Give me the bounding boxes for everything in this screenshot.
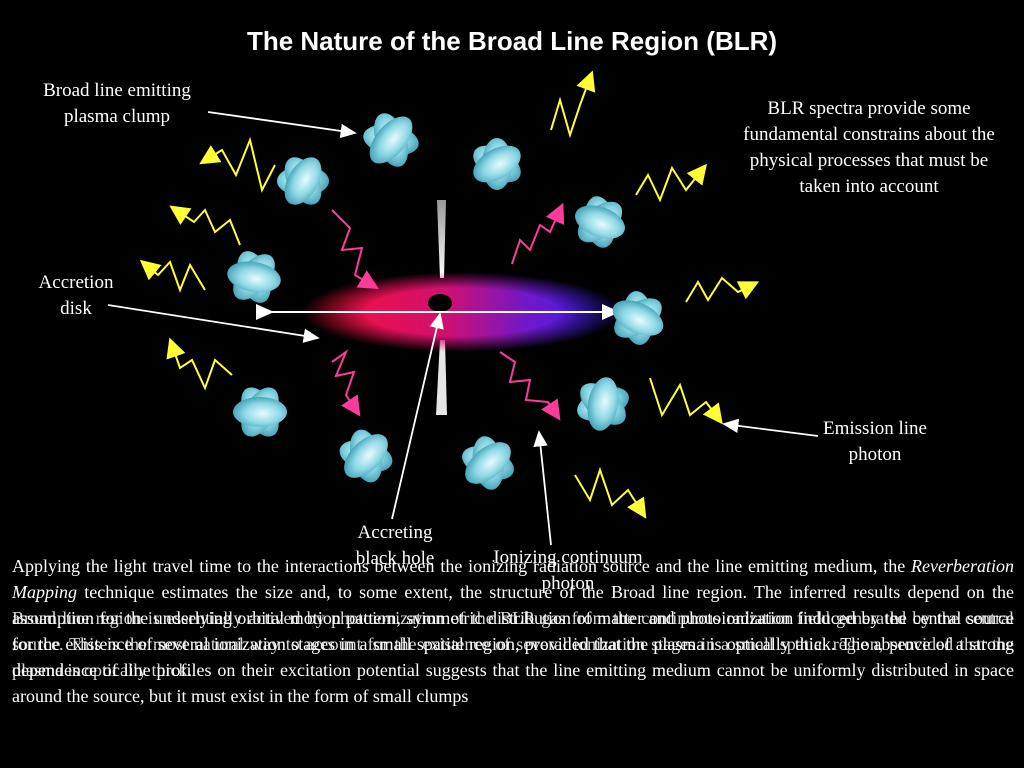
emission-photon-squiggle — [635, 163, 707, 203]
paragraph-part-1: Applying the light travel time to the in… — [12, 556, 912, 576]
overlapping-background-paragraph: Broad line region is essentially actived… — [12, 608, 1014, 680]
plasma-clump — [577, 377, 629, 431]
clump-pointer-arrow — [207, 111, 357, 139]
plasma-clump — [233, 387, 287, 437]
emission-photon-squiggle — [166, 337, 233, 391]
plasma-clump — [575, 196, 625, 248]
plasma-clump — [339, 429, 393, 483]
emission-photon-squiggle — [169, 205, 241, 246]
emission-photon-squiggle — [685, 276, 760, 303]
plasma-clump — [612, 291, 664, 345]
emission-photon-squiggle — [139, 259, 206, 293]
paragraph-part-2: technique estimates the size and, to som… — [12, 582, 1014, 706]
emission-photon-squiggle — [550, 70, 596, 139]
label-accretion-disk: Accretion disk — [38, 272, 114, 319]
emission-photon-squiggle — [649, 377, 723, 425]
plasma-clump — [473, 138, 521, 190]
label-black-hole: Accreting black hole — [355, 522, 435, 569]
label-plasma-clump: Broad line emitting plasma clump — [43, 80, 191, 127]
black-hole — [428, 294, 452, 312]
plasma-clump — [462, 436, 514, 490]
ionizing-photon-squiggle — [331, 349, 361, 417]
paragraph-italic-term: Reverberation Mapping — [12, 556, 1014, 602]
ionizing-pointer-arrow — [533, 430, 552, 546]
black-hole-pointer-arrow — [391, 312, 444, 520]
emission-pointer-arrow — [722, 418, 819, 437]
jet-upper — [437, 200, 446, 278]
page-title: The Nature of the Broad Line Region (BLR… — [246, 26, 778, 56]
ionizing-photon-squiggle — [499, 351, 561, 421]
jet-lower — [436, 340, 447, 415]
ionizing-photon-squiggle — [331, 209, 379, 290]
label-ionizing-photon: Ionizing continuum photon — [493, 547, 643, 594]
plasma-clumps — [227, 113, 664, 490]
plasma-clump — [277, 157, 329, 205]
description-paragraph: Applying the light travel time to the in… — [12, 553, 1014, 709]
ionizing-photon-squiggle — [511, 202, 565, 265]
emission-photon-squiggle — [199, 136, 276, 193]
plasma-clump — [227, 251, 281, 303]
emission-photon-squiggle — [574, 466, 647, 519]
label-emission-photon: Emission line photon — [823, 418, 927, 465]
disk-pointer-arrow — [107, 304, 320, 343]
plasma-clump — [363, 113, 419, 167]
label-blr-spectra: BLR spectra provide some fundamental con… — [743, 98, 995, 197]
